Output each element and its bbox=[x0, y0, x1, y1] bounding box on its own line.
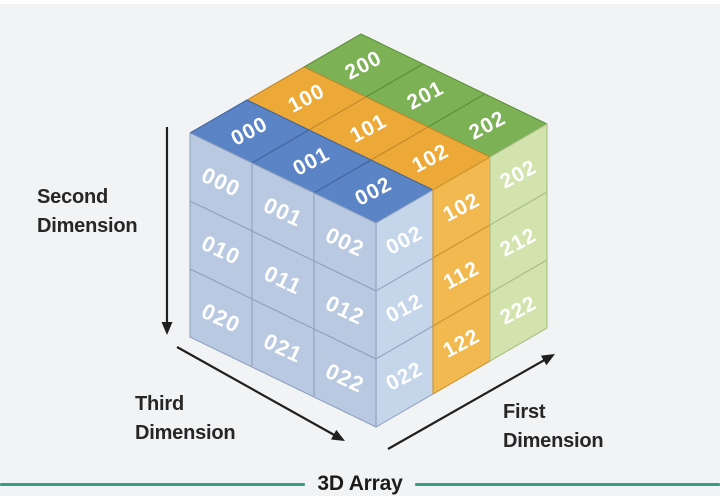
first-dimension-line2: Dimension bbox=[503, 430, 604, 452]
third-dimension-arrow bbox=[176, 346, 345, 441]
caption-rule: 3D Array bbox=[0, 472, 720, 495]
diagram-title: 3D Array bbox=[317, 472, 403, 495]
second-dimension-arrow bbox=[161, 127, 173, 335]
top-edge-strip bbox=[0, 0, 720, 4]
third-dimension-line2: Dimension bbox=[135, 422, 236, 444]
cube-cell bbox=[313, 328, 377, 428]
second-dimension-arrow-head bbox=[161, 322, 173, 335]
third-dimension-label: Third Dimension bbox=[135, 390, 236, 448]
caption-rule-line-right bbox=[414, 482, 720, 486]
third-dimension-line1: Third bbox=[135, 393, 184, 415]
second-dimension-label: Second Dimension bbox=[37, 183, 138, 241]
cube-cell bbox=[489, 259, 548, 362]
second-dimension-line1: Second bbox=[37, 186, 109, 208]
bottom-edge-strip bbox=[0, 496, 720, 500]
third-dimension-arrow-line bbox=[176, 346, 337, 438]
caption-rule-line-left bbox=[0, 482, 306, 486]
first-dimension-arrow-line bbox=[387, 357, 547, 450]
first-dimension-arrow-head bbox=[540, 354, 555, 366]
first-dimension-arrow bbox=[387, 354, 555, 450]
first-dimension-line1: First bbox=[503, 401, 546, 423]
first-dimension-label: First Dimension bbox=[503, 398, 604, 456]
third-dimension-arrow-head bbox=[330, 429, 345, 441]
second-dimension-line2: Dimension bbox=[37, 215, 138, 237]
